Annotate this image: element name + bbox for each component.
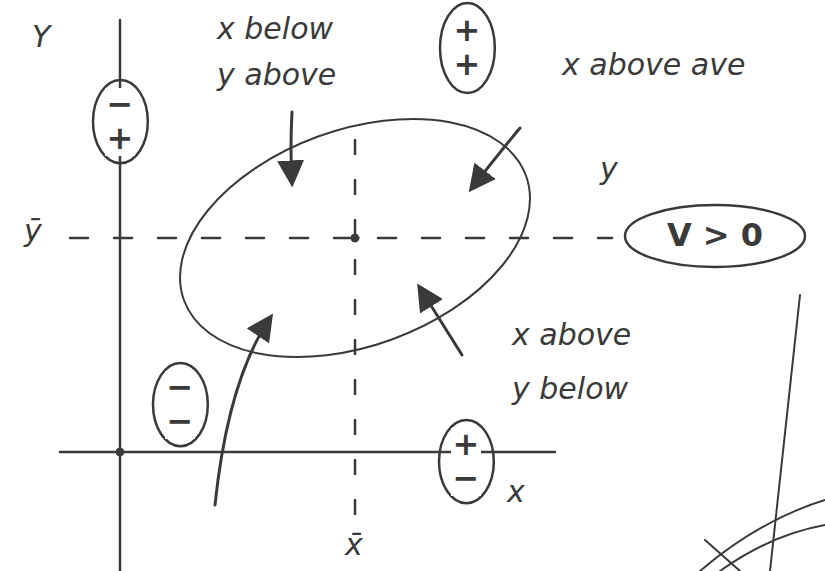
sign-text: + — [452, 48, 483, 82]
circled-sign: ++ — [440, 3, 495, 93]
pointer-arrow — [215, 318, 270, 505]
axis-label: Y — [30, 20, 52, 53]
annotation: y — [598, 152, 620, 185]
circle-outline — [153, 363, 208, 446]
circled-sign: V > 0 — [625, 205, 805, 267]
mean-label: ȳ — [22, 214, 44, 247]
circled-sign: +− — [439, 420, 494, 503]
scribble — [700, 500, 825, 571]
sign-stack: +− — [439, 420, 494, 503]
sign-text: − — [105, 88, 136, 122]
y-mean-line — [70, 237, 612, 240]
axis-label: x — [505, 475, 527, 508]
data-ellipse — [147, 74, 563, 401]
circle-outline — [625, 205, 805, 267]
scribble — [720, 525, 825, 571]
sign-text: − — [451, 462, 482, 496]
circled-sign: −− — [153, 363, 208, 446]
sign-text: − — [165, 371, 196, 405]
circle-outline — [440, 3, 495, 93]
annotation: x below — [215, 12, 335, 45]
sign-stack: ++ — [440, 3, 495, 93]
sign-text: − — [165, 405, 196, 439]
annotation: x above ave — [560, 48, 747, 81]
sign-stack: −+ — [93, 80, 148, 163]
sign-text: + — [451, 428, 482, 462]
circle-outline — [93, 80, 148, 163]
pointer-arrow — [420, 288, 462, 355]
x-mean-line — [354, 140, 357, 522]
sign-text: + — [105, 122, 136, 156]
pointer-arrow — [291, 112, 292, 182]
mean-point — [351, 234, 359, 242]
origin-dot — [116, 448, 124, 456]
pointer-arrow — [472, 128, 520, 188]
sign-text: + — [452, 14, 483, 48]
circle-outline — [439, 420, 494, 503]
sign-text: V > 0 — [665, 219, 765, 253]
annotation: x above — [510, 318, 633, 351]
annotation: y above — [215, 58, 338, 91]
scribble — [705, 540, 740, 571]
scribble — [770, 295, 800, 571]
circled-sign: −+ — [93, 80, 148, 163]
annotation: y below — [510, 372, 630, 405]
sign-stack: −− — [153, 363, 208, 446]
sign-stack: V > 0 — [625, 205, 805, 267]
mean-label: x̄ — [343, 528, 365, 561]
